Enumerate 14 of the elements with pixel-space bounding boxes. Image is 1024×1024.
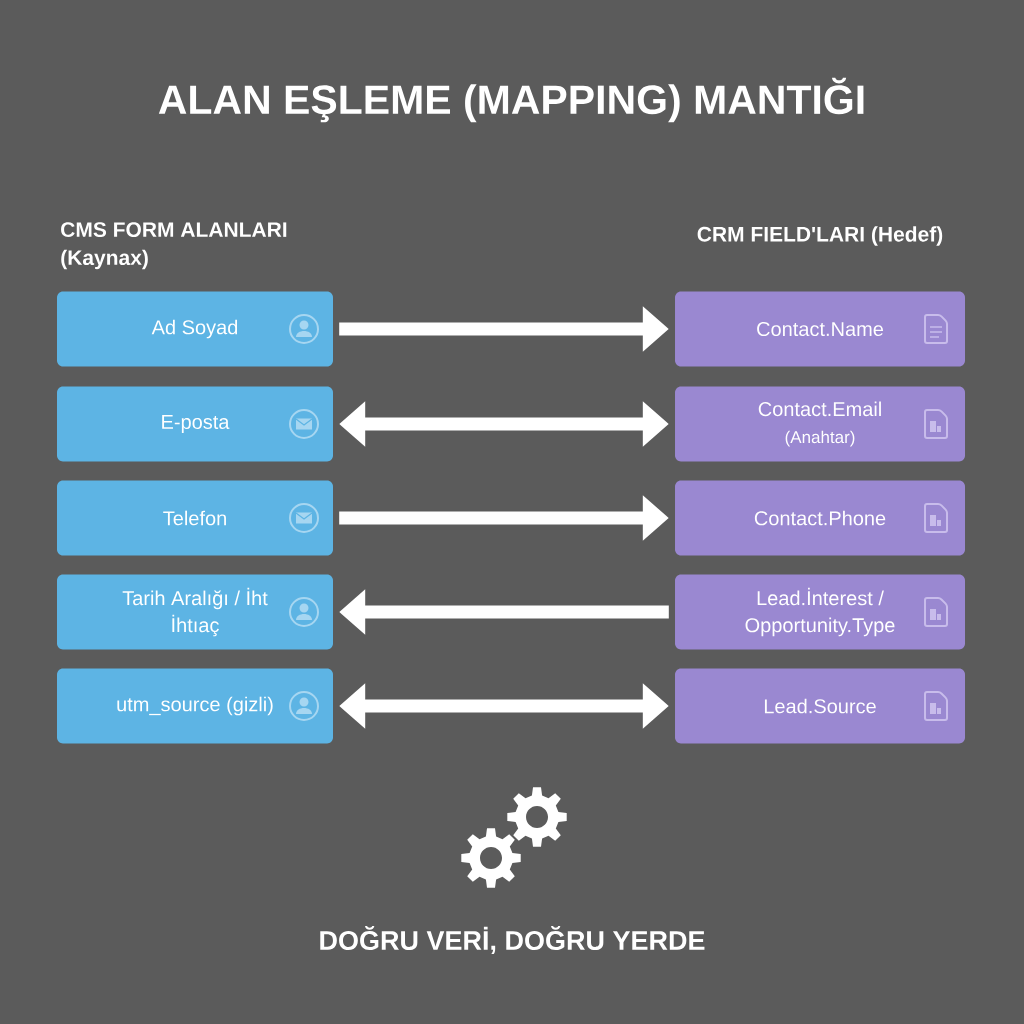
field-box: Contact.Name xyxy=(675,291,965,367)
field-box: utm_source (gizli) xyxy=(57,668,333,744)
field-box: Lead.Source xyxy=(675,668,965,744)
field-box: Ad Soyad xyxy=(57,291,333,367)
title: ALAN EŞLEME (MAPPING) MANTIĞI xyxy=(158,77,864,123)
column-heading: CMS FORM ALANLARI (Kaynax) xyxy=(61,222,287,270)
field-box: Contact.Email (Anahtar) xyxy=(675,386,965,462)
column-heading: CRM FIELD'LARI (Hedef) xyxy=(697,226,943,246)
caption: DOĞRU VERİ, DOĞRU YERDE xyxy=(320,926,705,955)
field-box: Contact.Phone xyxy=(675,480,965,556)
field-box: Telefon xyxy=(57,480,333,556)
field-box: Lead.İnterest / Opportunity.Type xyxy=(675,574,965,650)
field-box: Tarih Aralığı / İht İhtıaç xyxy=(57,574,333,650)
field-box: E-posta xyxy=(57,386,333,462)
